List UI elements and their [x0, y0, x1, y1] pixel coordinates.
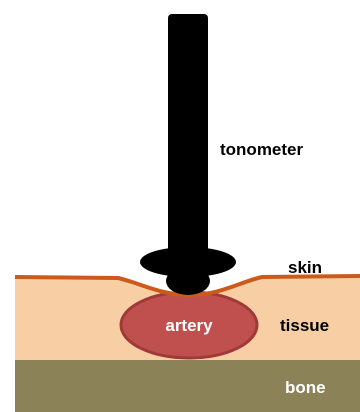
tissue-label: tissue — [280, 316, 329, 335]
tonometer-shaft — [168, 14, 208, 264]
tonometer-label: tonometer — [220, 140, 304, 159]
artery-label: artery — [165, 316, 213, 335]
bone-label: bone — [285, 378, 326, 397]
skin-label: skin — [288, 258, 322, 277]
tonometer-tip — [166, 267, 210, 295]
